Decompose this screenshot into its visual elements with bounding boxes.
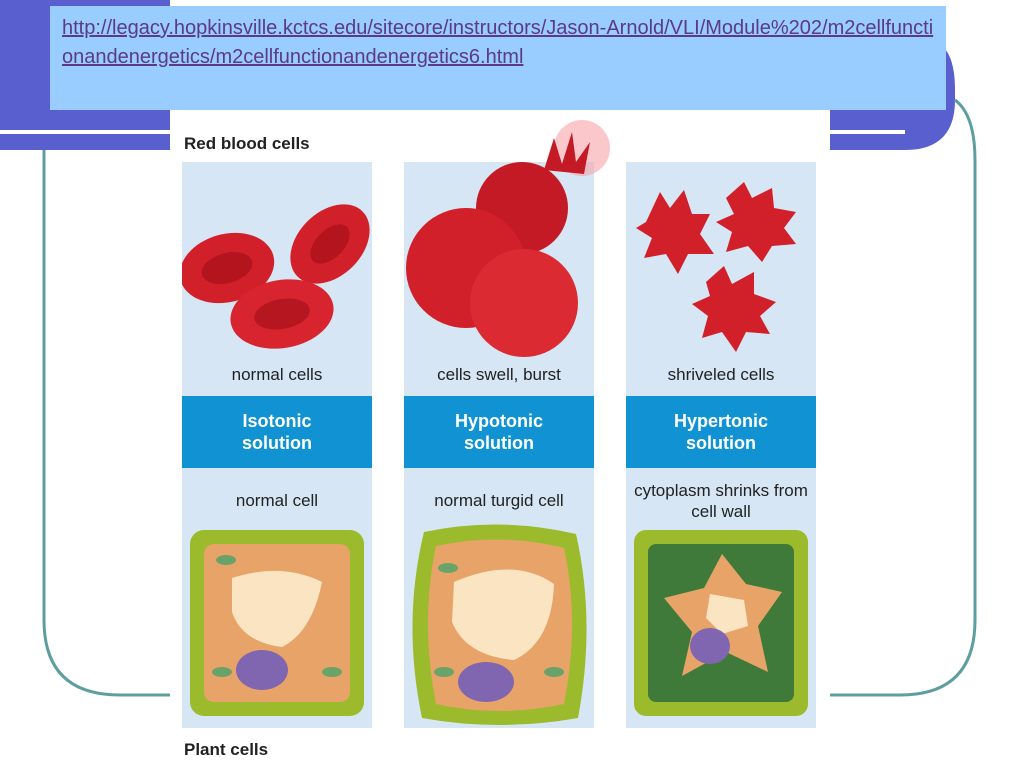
solution-line2: solution: [242, 433, 312, 453]
rbc-caption-isotonic: normal cells: [231, 365, 323, 384]
solution-line1: Hypotonic: [455, 411, 543, 431]
plant-caption-isotonic: normal cell: [235, 491, 319, 510]
solution-line2: solution: [464, 433, 534, 453]
rbc-caption-hypertonic: shriveled cells: [667, 365, 775, 384]
column-hypotonic: cells swell, burst Hypotonic solution no…: [404, 120, 610, 728]
solution-line2: solution: [686, 433, 756, 453]
plant-cell-normal-illustration: [190, 530, 364, 716]
solution-line1: Isotonic: [242, 411, 312, 431]
url-box: http://legacy.hopkinsville.kctcs.edu/sit…: [50, 6, 946, 110]
column-hypertonic: shriveled cells Hypertonic solution cyto…: [626, 162, 816, 728]
hypotonic-solution-label: Hypotonic solution: [404, 396, 594, 468]
rbc-burst-illustration: [406, 120, 610, 357]
isotonic-solution-label: Isotonic solution: [182, 396, 372, 468]
rbc-normal-illustration: [182, 204, 370, 349]
plant-cell-plasmolyzed-illustration: [634, 530, 808, 716]
source-link[interactable]: http://legacy.hopkinsville.kctcs.edu/sit…: [62, 17, 934, 68]
red-blood-cells-heading: Red blood cells: [184, 134, 310, 153]
plant-cell-turgid-illustration: [412, 524, 587, 725]
frame-right: [830, 98, 977, 697]
frame-left: [42, 150, 175, 697]
solution-line1: Hypertonic: [673, 411, 769, 431]
plant-caption-hypotonic: normal turgid cell: [434, 491, 564, 510]
column-isotonic: normal cells Isotonic solution normal ce…: [182, 162, 372, 728]
rbc-shriveled-illustration: [636, 182, 796, 352]
plant-caption-hypertonic: cytoplasm shrinks from cell wall: [634, 481, 808, 521]
hypertonic-solution-label: Hypertonic solution: [626, 396, 816, 468]
osmosis-figure: Red blood cells normal cells Isotonic so…: [170, 118, 828, 768]
plant-cells-heading: Plant cells: [184, 740, 269, 759]
rbc-caption-hypotonic: cells swell, burst: [437, 365, 561, 384]
